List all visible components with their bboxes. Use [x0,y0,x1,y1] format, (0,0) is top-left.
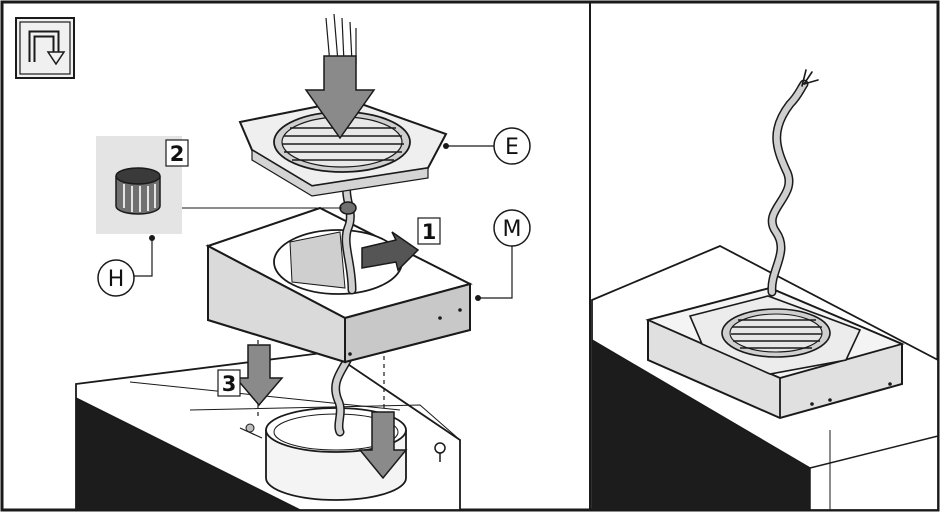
svg-text:H: H [108,267,125,292]
arrow-down-icon [234,344,284,407]
power-cable-mid [343,175,355,293]
arrow-down-icon [358,411,408,480]
cable-holder-panel [96,136,182,234]
rotate-arrow-icon [15,17,75,79]
svg-text:2: 2 [170,142,185,166]
svg-text:M: M [503,217,522,242]
callout-h: H [97,235,155,297]
grille-plate [238,98,448,197]
cable-holder-icon [115,167,161,215]
installed-grille [688,295,862,375]
right-panel [591,69,939,511]
svg-text:3: 3 [222,372,237,396]
step-label-3: 3 [217,369,241,397]
filter-module-box [205,206,473,364]
svg-text:E: E [505,135,519,160]
arrow-push-icon [361,231,420,272]
power-cable-lower [332,351,353,435]
cable-clip [339,201,357,215]
callout-m: M [475,209,531,301]
step-label-1: 1 [417,217,441,245]
power-cable-upper [768,81,807,295]
hood-front-dark-face [592,340,810,510]
arrow-down-icon [304,13,376,140]
left-panel: 2 1 3 E M H [15,13,531,511]
cable-wires [801,69,819,87]
step-label-2: 2 [165,139,189,167]
svg-text:1: 1 [422,220,437,244]
callout-e: E [443,127,531,165]
grille-slats [731,319,822,349]
